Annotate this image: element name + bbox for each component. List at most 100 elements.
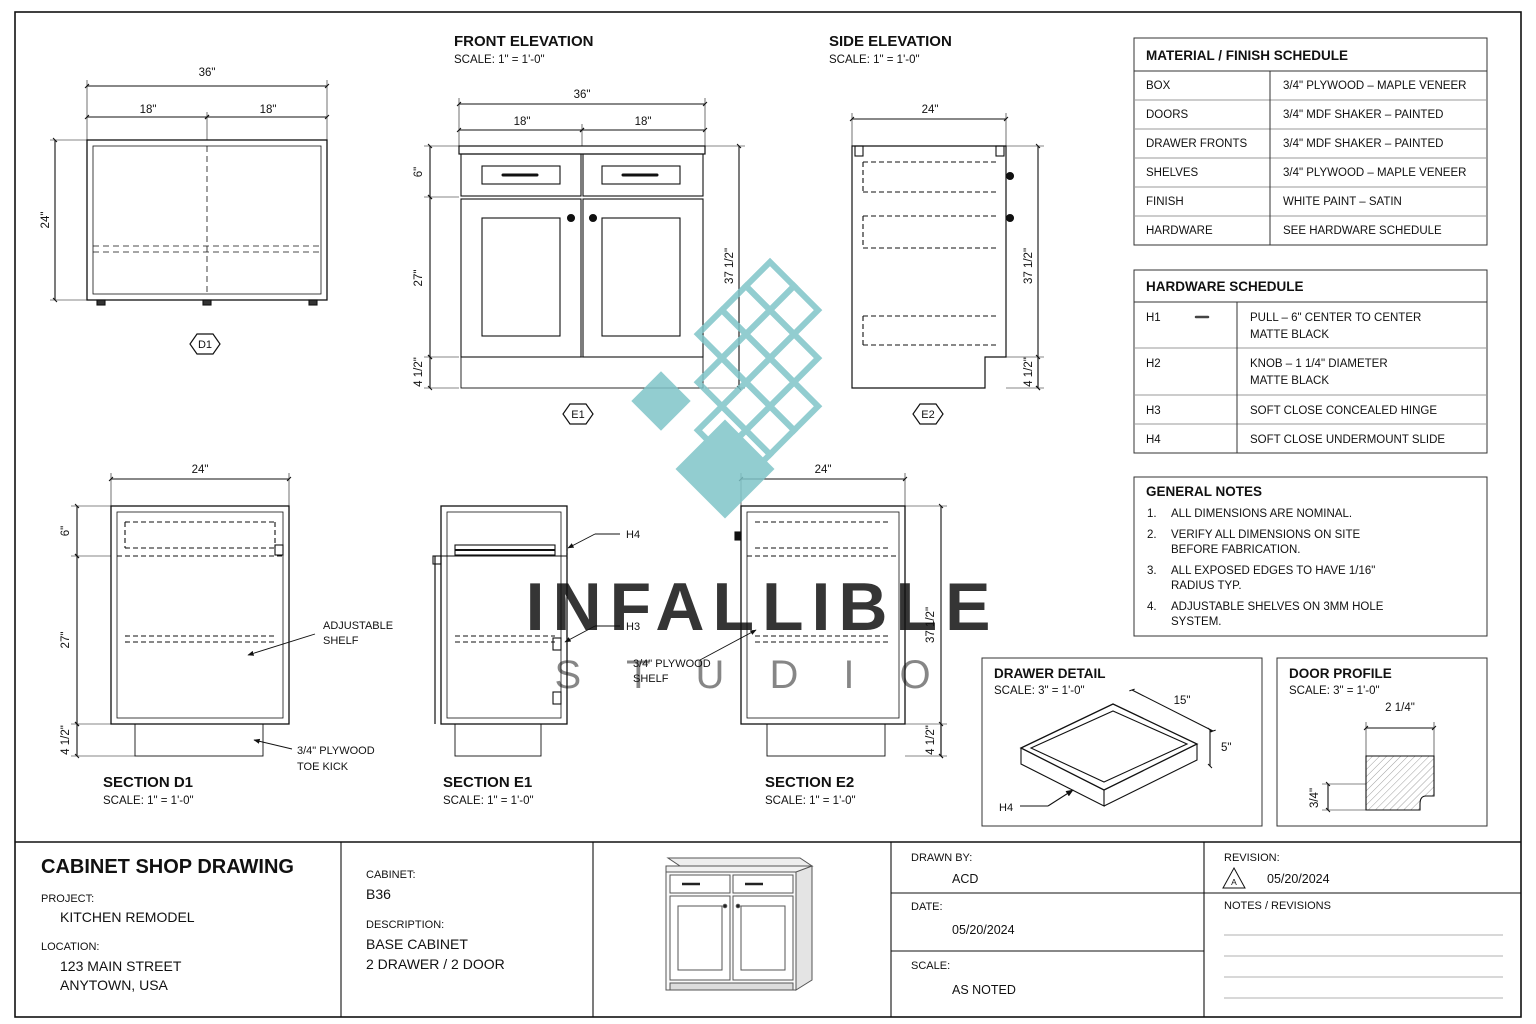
hardware-row-tag: H4 xyxy=(1146,434,1161,446)
title-block xyxy=(15,841,1521,1017)
section-e2-scale: SCALE: 1" = 1'-0" xyxy=(765,795,856,807)
hardware-row-line1: SOFT CLOSE CONCEALED HINGE xyxy=(1250,405,1437,417)
drawer-detail-title: DRAWER DETAIL xyxy=(994,666,1106,681)
drawer-tag-h4: H4 xyxy=(999,802,1013,814)
front-elevation-view xyxy=(424,98,745,425)
watermark-logo: INFALLIBLE STUDIO xyxy=(526,257,990,697)
watermark-diamond-large xyxy=(675,419,775,519)
note-text: SYSTEM. xyxy=(1171,616,1221,628)
watermark-subbrand: STUDIO xyxy=(554,653,975,697)
hardware-row-line1: PULL – 6" CENTER TO CENTER xyxy=(1250,312,1421,324)
hardware-row-line2: MATTE BLACK xyxy=(1250,375,1329,387)
section-e2-title: SECTION E2 xyxy=(765,774,854,791)
watermark-cell xyxy=(741,257,799,315)
d1-dim-width: 24" xyxy=(192,464,209,476)
section-tag-e2 xyxy=(912,403,944,425)
front-dim-left: 18" xyxy=(514,116,531,128)
plan-dim-left: 18" xyxy=(140,104,157,116)
watermark-cell xyxy=(717,329,775,387)
revision-mark: A xyxy=(1231,877,1237,887)
d1-note-toe-1: 3/4" PLYWOOD xyxy=(297,745,375,757)
d1-dim-drawer: 6" xyxy=(60,526,72,536)
e1-note-2: SHELF xyxy=(633,673,669,685)
plan-view xyxy=(50,80,330,355)
watermark-cell xyxy=(741,353,799,411)
note-text: BEFORE FABRICATION. xyxy=(1171,544,1301,556)
cabinet-label: CABINET: xyxy=(366,869,416,881)
front-tag-label: E1 xyxy=(571,409,584,421)
drawer-dim-depth: 15" xyxy=(1174,695,1191,707)
hardware-row-line1: SOFT CLOSE UNDERMOUNT SLIDE xyxy=(1250,434,1445,446)
watermark-cell xyxy=(741,305,799,363)
drawer-detail-box xyxy=(981,657,1263,827)
d1-dim-door: 27" xyxy=(60,632,72,649)
plan-dim-depth: 24" xyxy=(40,212,52,229)
section-tag-d1 xyxy=(189,333,221,355)
section-d1-view xyxy=(71,473,316,759)
e2-dim-height: 37 1/2" xyxy=(925,607,937,643)
section-e1-scale: SCALE: 1" = 1'-0" xyxy=(443,795,534,807)
section-e1-view xyxy=(432,505,757,757)
description-line-1: BASE CABINET xyxy=(366,936,468,952)
door-profile-title: DOOR PROFILE xyxy=(1289,666,1392,681)
note-number: 2. xyxy=(1147,529,1157,541)
date-value: 05/20/2024 xyxy=(952,923,1015,937)
front-dim-door: 27" xyxy=(413,270,425,287)
section-e1-title: SECTION E1 xyxy=(443,774,532,791)
note-text: ALL DIMENSIONS ARE NOMINAL. xyxy=(1171,508,1352,520)
hardware-row-tag: H3 xyxy=(1146,405,1161,417)
watermark-mark-icon xyxy=(631,257,823,519)
description-label: DESCRIPTION: xyxy=(366,919,444,931)
cabinet-value: B36 xyxy=(366,886,391,902)
note-text: VERIFY ALL DIMENSIONS ON SITE xyxy=(1171,529,1360,541)
door-profile-scale: SCALE: 3" = 1'-0" xyxy=(1289,685,1380,697)
general-notes-box xyxy=(1133,476,1488,637)
material-schedule-title: MATERIAL / FINISH SCHEDULE xyxy=(1146,48,1348,63)
front-dim-right: 18" xyxy=(635,116,652,128)
watermark-cell xyxy=(765,329,823,387)
side-elevation-title: SIDE ELEVATION xyxy=(829,33,952,50)
drawn-by-label: DRAWN BY: xyxy=(911,852,972,864)
note-number: 4. xyxy=(1147,601,1157,613)
d1-note-shelf-2: SHELF xyxy=(323,635,359,647)
description-line-2: 2 DRAWER / 2 DOOR xyxy=(366,956,505,972)
watermark-cell xyxy=(765,377,823,435)
e1-note-1: 3/4" PLYWOOD xyxy=(633,658,711,670)
note-text: ALL EXPOSED EDGES TO HAVE 1/16" xyxy=(1171,565,1375,577)
notes-revisions-label: NOTES / REVISIONS xyxy=(1224,900,1331,912)
watermark-cell xyxy=(717,377,775,435)
location-label: LOCATION: xyxy=(41,941,99,953)
hardware-schedule-rows: H1 PULL – 6" CENTER TO CENTER MATTE BLAC… xyxy=(1146,312,1445,446)
revision-triangle-icon xyxy=(1222,866,1246,889)
material-row-item: FINISH xyxy=(1146,196,1184,208)
plan-dim-right: 18" xyxy=(260,104,277,116)
material-row-item: HARDWARE xyxy=(1146,225,1213,237)
hardware-row-tag: H2 xyxy=(1146,358,1161,370)
revision-label: REVISION: xyxy=(1224,852,1280,864)
drawn-by-value: ACD xyxy=(952,872,978,886)
front-elevation-scale: SCALE: 1" = 1'-0" xyxy=(454,54,545,66)
side-tag-label: E2 xyxy=(921,409,934,421)
material-row-spec: SEE HARDWARE SCHEDULE xyxy=(1283,225,1442,237)
door-dim-thickness: 3/4" xyxy=(1309,788,1321,808)
note-number: 1. xyxy=(1147,508,1157,520)
side-dim-height: 37 1/2" xyxy=(1023,248,1035,284)
section-d1-scale: SCALE: 1" = 1'-0" xyxy=(103,795,194,807)
side-elevation-scale: SCALE: 1" = 1'-0" xyxy=(829,54,920,66)
front-dim-total: 36" xyxy=(574,89,591,101)
e1-tag-h4: H4 xyxy=(626,529,640,541)
date-label: DATE: xyxy=(911,901,943,913)
section-e2-view xyxy=(734,473,947,759)
material-row-item: BOX xyxy=(1146,80,1171,92)
material-row-item: SHELVES xyxy=(1146,167,1199,179)
watermark-cell xyxy=(741,402,799,459)
title-block-title: CABINET SHOP DRAWING xyxy=(41,856,294,878)
scale-value: AS NOTED xyxy=(952,983,1016,997)
location-line-1: 123 MAIN STREET xyxy=(60,958,182,974)
drawer-detail-scale: SCALE: 3" = 1'-0" xyxy=(994,685,1085,697)
e2-dim-width: 24" xyxy=(815,464,832,476)
note-text: ADJUSTABLE SHELVES ON 3MM HOLE xyxy=(1171,601,1384,613)
front-dim-height: 37 1/2" xyxy=(724,248,736,284)
note-number: 3. xyxy=(1147,565,1157,577)
